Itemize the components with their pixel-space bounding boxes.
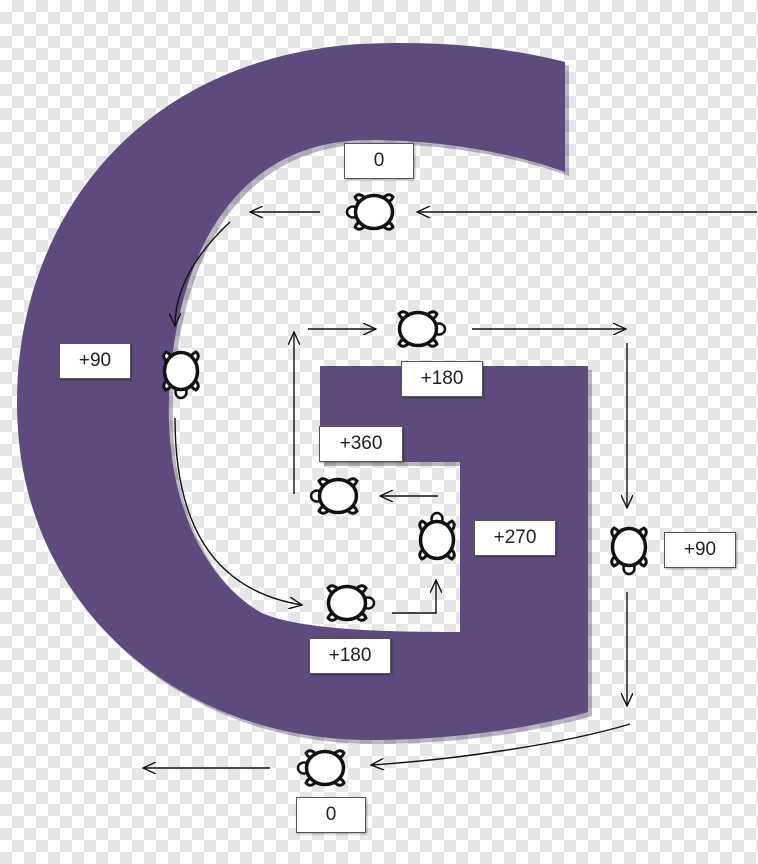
turtle-icon xyxy=(397,309,447,349)
angle-label-left: +90 xyxy=(59,343,131,379)
arrow-to-bottom-turtle xyxy=(371,723,631,765)
turtle-icon xyxy=(326,583,376,623)
arrow-curve-down xyxy=(175,221,231,326)
turtle-icon xyxy=(309,476,359,516)
angle-label-bottom-end: 0 xyxy=(296,797,366,833)
angle-label-top: 0 xyxy=(344,143,414,179)
letter-g xyxy=(17,42,592,744)
turtle-icon xyxy=(417,511,457,561)
angle-label-bottom-mid: +180 xyxy=(309,638,391,674)
path-arrows xyxy=(143,212,757,768)
angle-label-inner: +360 xyxy=(319,426,403,462)
angle-label-right: +90 xyxy=(664,532,736,568)
angle-label-upper-inner: +180 xyxy=(401,361,483,397)
turtle-icon xyxy=(345,192,395,232)
letter-g-body xyxy=(17,42,588,740)
arrow-curve-bottom xyxy=(174,417,302,605)
arrow-step-up xyxy=(392,580,436,614)
angle-label-inner-right: +270 xyxy=(474,520,556,556)
turtle-icon xyxy=(296,748,346,788)
turtle-icon xyxy=(609,526,649,576)
